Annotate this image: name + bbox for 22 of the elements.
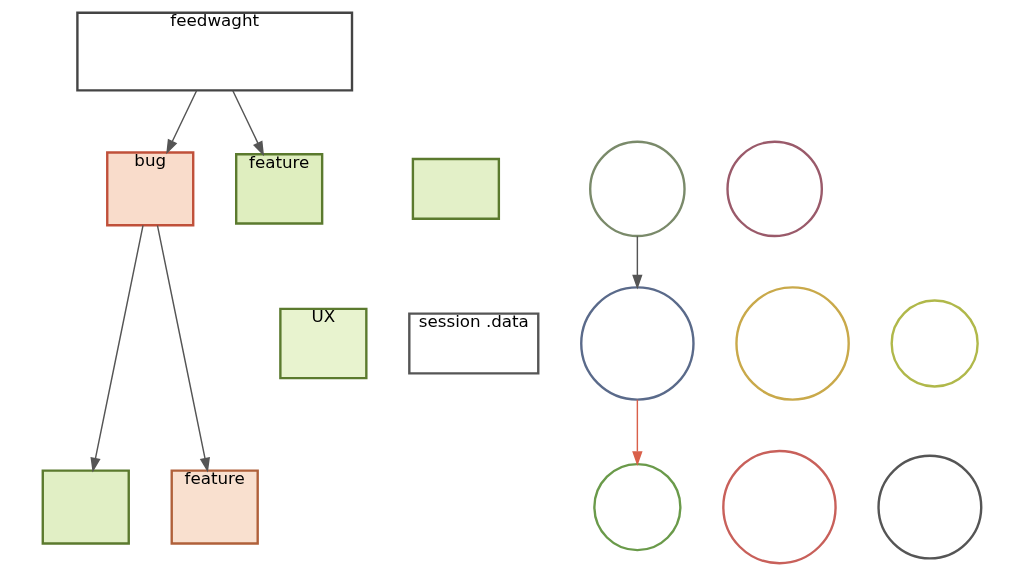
node-box: feature — [235, 153, 324, 225]
node-circle — [877, 454, 983, 560]
node-box: feature — [170, 469, 259, 545]
node-circle — [722, 449, 837, 565]
arrow — [232, 90, 265, 157]
node-box — [41, 469, 130, 545]
node-box: UX — [279, 307, 368, 380]
node-box: bug — [106, 151, 195, 227]
node-circle — [580, 286, 695, 401]
arrow — [166, 90, 198, 155]
node-circle — [735, 286, 850, 401]
node-box — [411, 157, 501, 220]
arrow — [632, 399, 643, 466]
node-circle — [593, 462, 682, 552]
arrow — [90, 224, 144, 473]
node-circle — [890, 299, 979, 388]
node-circle — [589, 140, 686, 238]
node-box: session .data — [408, 312, 540, 375]
node-circle — [726, 140, 824, 238]
arrow — [632, 235, 643, 290]
arrow — [156, 224, 210, 473]
node-box: feedwaght — [76, 11, 354, 92]
